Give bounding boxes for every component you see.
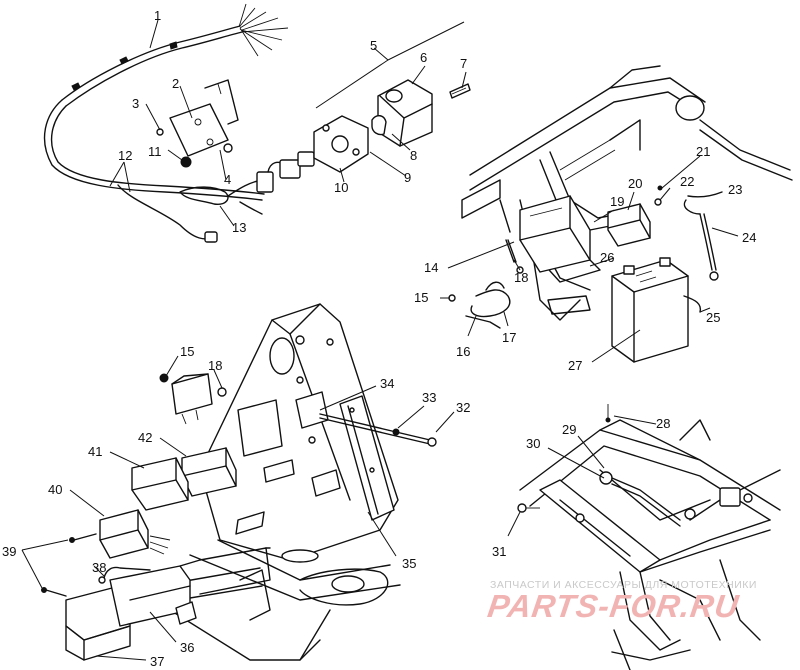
battery-cover xyxy=(607,203,651,247)
watermark-logo: PARTS-FOR.RU xyxy=(485,588,742,624)
battery xyxy=(611,257,689,363)
callout-10: 10 xyxy=(334,180,348,195)
callout-18b: 18 xyxy=(208,358,222,373)
callout-23: 23 xyxy=(728,182,742,197)
callout-8: 8 xyxy=(410,148,417,163)
leader-lines-bottom-right xyxy=(507,415,657,537)
leader-lines-top-left xyxy=(109,19,467,227)
callout-13: 13 xyxy=(232,220,246,235)
callout-32: 32 xyxy=(456,400,470,415)
leader-lines-bottom-left xyxy=(21,355,455,661)
callout-27: 27 xyxy=(568,358,582,373)
callout-6: 6 xyxy=(420,50,427,65)
callout-39: 39 xyxy=(2,544,16,559)
mounting-bracket-panel xyxy=(199,303,399,563)
callout-33: 33 xyxy=(422,390,436,405)
tail-light xyxy=(371,79,471,147)
callout-19: 19 xyxy=(610,194,624,209)
callout-9: 9 xyxy=(404,170,411,185)
callout-16: 16 xyxy=(456,344,470,359)
callout-35: 35 xyxy=(402,556,416,571)
callout-5: 5 xyxy=(370,38,377,53)
rear-bumper xyxy=(41,533,271,661)
callout-2: 2 xyxy=(172,76,179,91)
callout-14: 14 xyxy=(424,260,438,275)
callout-40: 40 xyxy=(48,482,62,497)
callout-17: 17 xyxy=(502,330,516,345)
callout-15b: 15 xyxy=(180,344,194,359)
callout-11: 11 xyxy=(148,144,162,159)
callout-24: 24 xyxy=(742,230,756,245)
battery-tray xyxy=(519,195,591,273)
side-bracket xyxy=(339,395,395,521)
battery-cables xyxy=(448,185,723,329)
long-bolt xyxy=(319,413,437,447)
mounting-plate xyxy=(156,79,239,168)
callout-21: 21 xyxy=(696,144,710,159)
callout-18a: 18 xyxy=(514,270,528,285)
wire-harness xyxy=(43,3,334,243)
leader-lines-top-right xyxy=(440,155,739,363)
callout-1: 1 xyxy=(154,8,161,23)
callout-4: 4 xyxy=(224,172,231,187)
callout-36: 36 xyxy=(180,640,194,655)
callout-12: 12 xyxy=(118,148,132,163)
bottom-frame-rails xyxy=(169,539,401,661)
callout-28: 28 xyxy=(656,416,670,431)
watermark-caption: ЗАПЧАСТИ И АКСЕССУАРЫ ДЛЯ МОТОТЕХНИКИ xyxy=(490,579,757,591)
callout-7: 7 xyxy=(460,56,467,71)
callout-37: 37 xyxy=(150,654,164,669)
callout-26: 26 xyxy=(600,250,614,265)
callout-38: 38 xyxy=(92,560,106,575)
callout-25: 25 xyxy=(706,310,720,325)
callout-22: 22 xyxy=(680,174,694,189)
callout-3: 3 xyxy=(132,96,139,111)
callout-15a: 15 xyxy=(414,290,428,305)
callout-numbers: 1 2 3 4 5 6 7 8 9 10 11 12 13 14 15 16 1… xyxy=(2,8,756,669)
callout-31: 31 xyxy=(492,544,506,559)
callout-20: 20 xyxy=(628,176,642,191)
front-frame xyxy=(517,404,781,670)
callout-30: 30 xyxy=(526,436,540,451)
electronic-modules xyxy=(99,373,237,559)
callout-34: 34 xyxy=(380,376,394,391)
callout-41: 41 xyxy=(88,444,102,459)
tail-light-housing xyxy=(313,115,369,173)
callout-29: 29 xyxy=(562,422,576,437)
callout-42: 42 xyxy=(138,430,152,445)
